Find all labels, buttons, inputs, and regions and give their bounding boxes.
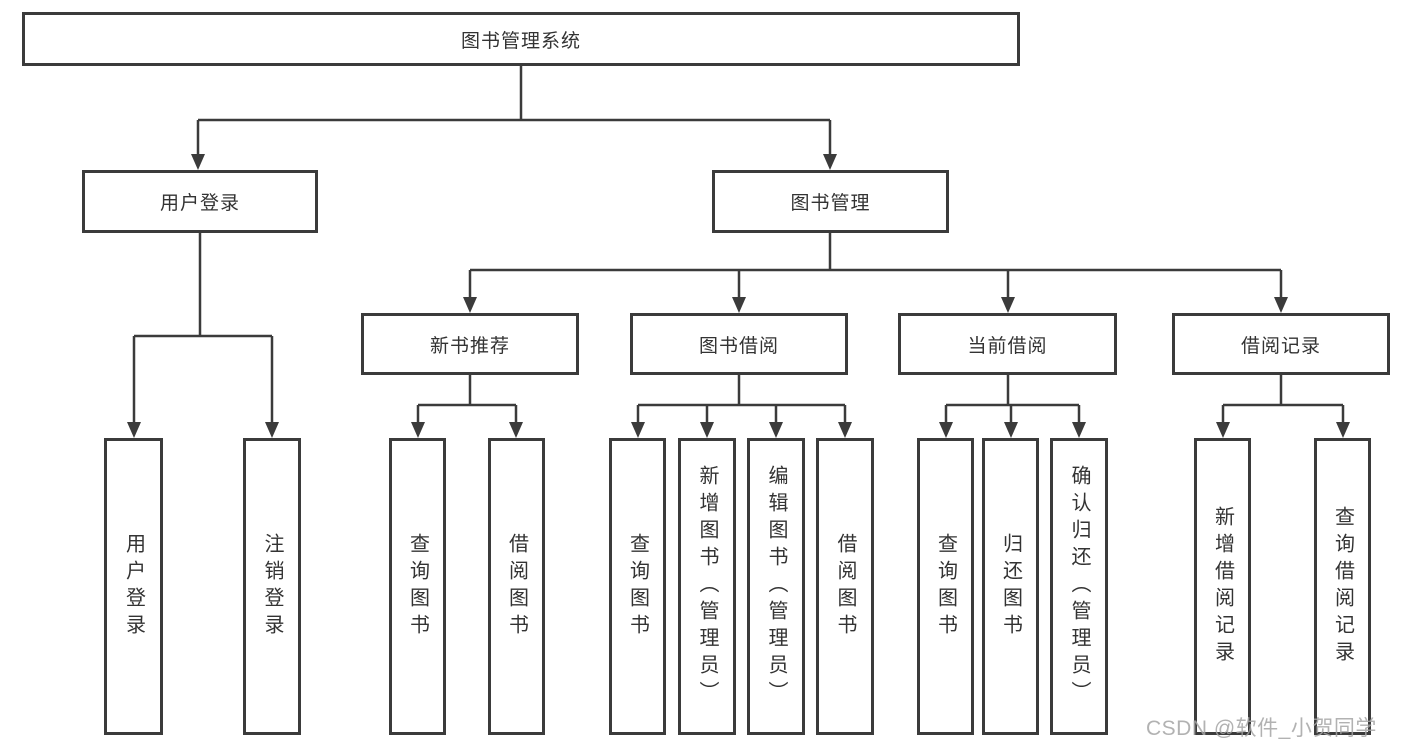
- node-label: 查询图书: [626, 532, 649, 641]
- leaf-query-borrow-record: 查询借阅记录: [1314, 438, 1371, 735]
- arrowhead: [769, 422, 783, 438]
- leaf-query-books-2: 查询图书: [609, 438, 666, 735]
- arrowhead: [631, 422, 645, 438]
- node-label: 查询图书: [934, 532, 957, 641]
- arrowhead: [700, 422, 714, 438]
- leaf-add-books-admin: 新增图书（管理员）: [678, 438, 736, 735]
- arrowhead: [1336, 422, 1350, 438]
- node-label: 查询借阅记录: [1331, 505, 1354, 668]
- node-label: 新书推荐: [429, 335, 510, 357]
- node-label: 图书管理系统: [460, 30, 581, 52]
- leaf-query-books-3: 查询图书: [917, 438, 974, 735]
- arrowhead: [127, 422, 141, 438]
- arrowhead: [411, 422, 425, 438]
- node-label: 注销登录: [261, 532, 283, 641]
- arrowhead: [838, 422, 852, 438]
- arrowhead: [732, 297, 746, 313]
- edge-bookborrow-to-leaves: [636, 375, 847, 424]
- node-book-borrow: 图书借阅: [630, 313, 848, 375]
- leaf-add-borrow-record: 新增借阅记录: [1194, 438, 1251, 735]
- leaf-confirm-return-admin: 确认归还（管理员）: [1050, 438, 1108, 735]
- edge-bookmgmt-to-level3: [468, 233, 1283, 299]
- node-book-management: 图书管理: [712, 170, 949, 233]
- leaf-borrow-books-1: 借阅图书: [488, 438, 545, 735]
- edge-userlogin-to-leaves: [132, 233, 274, 424]
- leaf-user-login: 用户登录: [104, 438, 163, 735]
- node-label: 图书借阅: [698, 335, 779, 357]
- edge-borrowrecord-to-leaves: [1221, 375, 1345, 424]
- arrowhead: [1072, 422, 1086, 438]
- leaf-return-books: 归还图书: [982, 438, 1039, 735]
- node-label: 查询图书: [406, 532, 429, 641]
- edge-currentborrow-to-leaves: [944, 375, 1081, 424]
- arrowhead: [1001, 297, 1015, 313]
- node-label: 借阅图书: [505, 532, 528, 641]
- node-label: 确认归还（管理员）: [1068, 465, 1090, 708]
- arrowhead: [509, 422, 523, 438]
- node-label: 用户登录: [159, 193, 240, 214]
- node-label: 借阅记录: [1240, 335, 1321, 357]
- arrowhead: [1004, 422, 1018, 438]
- node-label: 新增图书（管理员）: [696, 465, 718, 708]
- csdn-watermark: CSDN @软件_小贺同学: [1146, 717, 1377, 740]
- node-new-book-recommend: 新书推荐: [361, 313, 579, 375]
- leaf-query-books-1: 查询图书: [389, 438, 446, 735]
- arrowhead: [1274, 297, 1288, 313]
- node-user-login: 用户登录: [82, 170, 318, 233]
- leaf-edit-books-admin: 编辑图书（管理员）: [747, 438, 805, 735]
- node-label: 新增借阅记录: [1211, 505, 1234, 668]
- node-label: 图书管理: [790, 193, 871, 214]
- arrowhead: [191, 154, 205, 170]
- arrowhead: [823, 154, 837, 170]
- arrowhead: [265, 422, 279, 438]
- arrowhead: [1216, 422, 1230, 438]
- node-label: 用户登录: [122, 532, 145, 641]
- node-root-system: 图书管理系统: [22, 12, 1020, 66]
- node-current-borrow: 当前借阅: [898, 313, 1117, 375]
- node-label: 编辑图书（管理员）: [765, 465, 787, 708]
- edge-root-to-level2: [196, 66, 832, 156]
- edge-newbook-to-leaves: [416, 375, 518, 424]
- node-label: 当前借阅: [967, 335, 1048, 357]
- node-label: 借阅图书: [834, 532, 856, 641]
- node-label: 归还图书: [999, 532, 1022, 641]
- leaf-logout: 注销登录: [243, 438, 301, 735]
- node-borrow-record: 借阅记录: [1172, 313, 1390, 375]
- leaf-borrow-books-2: 借阅图书: [816, 438, 874, 735]
- arrowhead: [939, 422, 953, 438]
- arrowhead: [463, 297, 477, 313]
